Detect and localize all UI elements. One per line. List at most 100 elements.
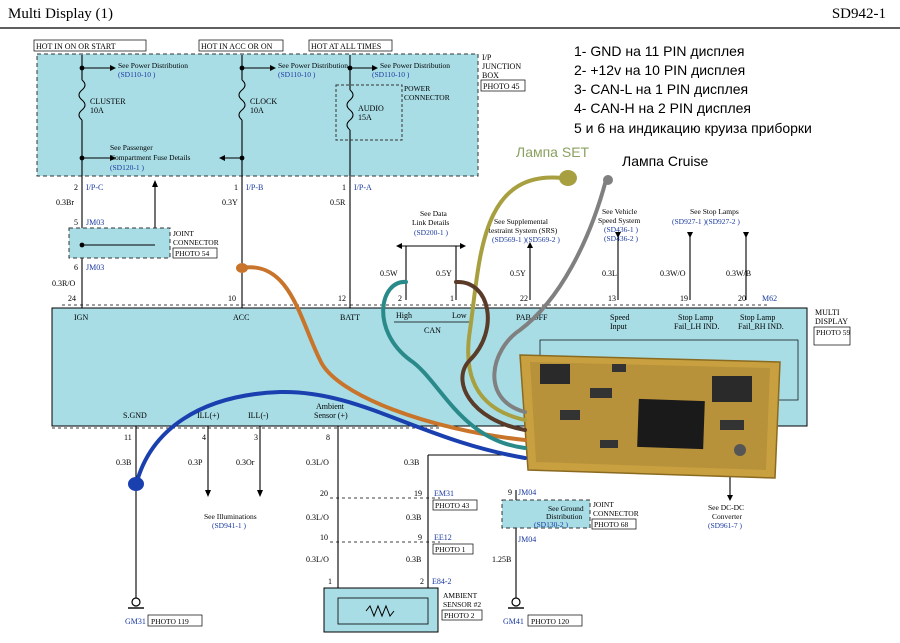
pin-number: 8 bbox=[326, 433, 330, 442]
pin-number: 12 bbox=[338, 294, 346, 303]
pin-number: 13 bbox=[608, 294, 616, 303]
display-pin-label: IGN bbox=[74, 313, 88, 322]
display-pin-label: Sensor (+) bbox=[314, 411, 348, 420]
wire-blue bbox=[134, 389, 527, 487]
power-connector-box bbox=[335, 84, 403, 141]
connector-id: I/P-B bbox=[246, 183, 263, 192]
display-pin-label: Fail_RH IND. bbox=[738, 322, 784, 331]
power-distribution-ref: (SD110-10 ) bbox=[278, 70, 316, 79]
see-dcdc: See DC-DC bbox=[708, 503, 744, 512]
joint-connector-label: JOINT bbox=[593, 500, 614, 509]
ground-id: GM31 bbox=[125, 617, 146, 626]
see-ground: See Ground bbox=[548, 504, 584, 513]
pin-number: 10 bbox=[228, 294, 236, 303]
display-pin-label: Speed bbox=[610, 313, 630, 322]
hot-label: HOT AT ALL TIMES bbox=[311, 42, 381, 51]
wire-label: 0.3B bbox=[406, 513, 421, 522]
photo-label: PHOTO 45 bbox=[483, 82, 520, 91]
pin-number: 20 bbox=[738, 294, 746, 303]
junction-box-label: BOX bbox=[482, 71, 499, 80]
speed-ref: (SD436-1 ) bbox=[604, 225, 638, 234]
wire-label: 1.25B bbox=[492, 555, 511, 564]
ambient-sensor-box bbox=[323, 587, 439, 633]
photo-label: PHOTO 54 bbox=[175, 249, 209, 258]
fuse-audio-rating: 15A bbox=[358, 113, 372, 122]
wire-end-blob bbox=[559, 170, 577, 186]
pin-number: 19 bbox=[414, 489, 422, 498]
photo-box bbox=[480, 79, 526, 92]
connector-id: JM03 bbox=[86, 263, 104, 272]
illuminations-ref: (SD941-1 ) bbox=[212, 521, 246, 530]
lamp-cruise-label: Лампа Cruise bbox=[622, 153, 709, 169]
circuit-board bbox=[519, 354, 781, 479]
see-dcdc: Converter bbox=[712, 512, 742, 521]
wire-label: 0.3B bbox=[406, 555, 421, 564]
arrows bbox=[110, 65, 378, 187]
page-title: Multi Display (1) bbox=[8, 6, 113, 22]
photo-box bbox=[147, 614, 203, 627]
pin-number: 9 bbox=[418, 533, 422, 542]
wire-label: 0.5Y bbox=[436, 269, 452, 278]
connector-id: EE12 bbox=[434, 533, 452, 542]
note-line: 2- +12v на 10 PIN дисплея bbox=[574, 62, 745, 78]
power-connector-label: POWER bbox=[404, 84, 430, 93]
added-wires bbox=[134, 175, 608, 487]
pin-number: 20 bbox=[320, 489, 328, 498]
pin-number: 24 bbox=[68, 294, 76, 303]
fuse-audio: AUDIO bbox=[358, 104, 384, 113]
display-pin-label: Input bbox=[610, 322, 628, 331]
wire-label: 0.3W/O bbox=[660, 269, 686, 278]
pin-number: 1 bbox=[450, 294, 454, 303]
joint-connector-label: JOINT bbox=[173, 229, 194, 238]
bottom-wires bbox=[135, 426, 731, 598]
photo-box bbox=[172, 247, 218, 259]
display-pin-label: ILL(+) bbox=[197, 411, 220, 420]
see-srs: See Supplemental bbox=[494, 217, 548, 226]
ground-gm41 bbox=[508, 597, 524, 609]
pin-number: 22 bbox=[520, 294, 528, 303]
display-pin-label: ILL(-) bbox=[248, 411, 269, 420]
wire-label: 0.3W/B bbox=[726, 269, 751, 278]
display-pin-label: ACC bbox=[233, 313, 249, 322]
wire-set-lamp bbox=[466, 175, 564, 422]
connector-id: EM31 bbox=[434, 489, 454, 498]
wire-label: 0.3B bbox=[404, 458, 419, 467]
lamp-set-label: Лампа SET bbox=[516, 144, 590, 160]
dcdc-ref: (SD961-7 ) bbox=[708, 521, 742, 530]
wire-label: 0.3P bbox=[188, 458, 203, 467]
wire-label: 0.5W bbox=[380, 269, 398, 278]
pin-number: 10 bbox=[320, 533, 328, 542]
wire-label: 0.3L/O bbox=[306, 555, 329, 564]
see-illuminations: See Illuminations bbox=[204, 512, 257, 521]
pin-number: 9 bbox=[508, 488, 512, 497]
wire-brown bbox=[454, 279, 527, 432]
see-power-distribution: See Power Distribution bbox=[118, 61, 188, 70]
display-top-wires bbox=[81, 290, 351, 308]
stop-lamps-ref: (SD927-1 )(SD927-2 ) bbox=[672, 217, 740, 226]
joint-connector-jm03 bbox=[68, 227, 171, 259]
photo-box bbox=[432, 499, 478, 511]
wire-label: 0.3Br bbox=[56, 198, 74, 207]
note-line: 5 и 6 на индикацию круиза приборки bbox=[574, 120, 812, 136]
display-pin-label: Fail_LH IND. bbox=[674, 322, 719, 331]
photo-label: PHOTO 120 bbox=[531, 617, 569, 626]
pin-number: 1 bbox=[328, 577, 332, 586]
joint-connector-label: CONNECTOR bbox=[593, 509, 639, 518]
display-pin-label: Stop Lamp bbox=[740, 313, 775, 322]
see-speed: See Vehicle bbox=[602, 207, 638, 216]
speed-ref: (SD436-2 ) bbox=[604, 234, 638, 243]
power-distribution-ref: (SD110-10 ) bbox=[118, 70, 156, 79]
note-line: 4- CAN-H на 2 PIN дисплея bbox=[574, 100, 751, 116]
diagram-code: SD942-1 bbox=[831, 6, 886, 22]
photo-box bbox=[813, 326, 851, 346]
connector-id: M62 bbox=[762, 294, 777, 303]
hot-label-box bbox=[33, 39, 147, 52]
power-distribution-ref: (SD110-10 ) bbox=[372, 70, 410, 79]
connector-id: I/P-C bbox=[86, 183, 103, 192]
power-connector-label: CONNECTOR bbox=[404, 93, 450, 102]
pin-number: 1 bbox=[342, 183, 346, 192]
wire-teal bbox=[381, 279, 527, 450]
photo-box bbox=[591, 518, 637, 530]
wire-label: 0.3L/O bbox=[306, 513, 329, 522]
junction-box-label: JUNCTION bbox=[482, 62, 521, 71]
